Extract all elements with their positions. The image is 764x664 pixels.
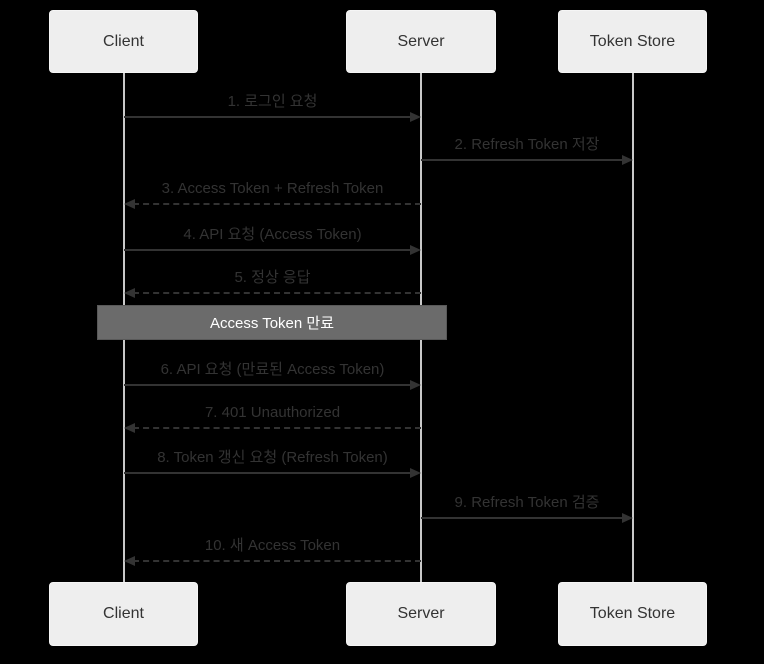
participant-client-bottom: Client [49, 582, 198, 646]
message-line [124, 472, 412, 474]
note-label: Access Token 만료 [209, 315, 335, 332]
message-8-token-renew-request: 8. Token 갱신 요청 (Refresh Token) [124, 448, 421, 478]
message-line [133, 560, 421, 562]
participant-token-store-top: Token Store [558, 10, 707, 73]
participant-label: Client [103, 605, 144, 622]
participant-label: Server [397, 605, 445, 622]
arrowhead-left-icon [124, 423, 135, 433]
participant-token-store-bottom: Token Store [558, 582, 707, 646]
message-label: 4. API 요청 (Access Token) [183, 226, 362, 243]
note-access-token-expired: Access Token 만료 [97, 305, 447, 340]
message-label: 1. 로그인 요청 [227, 93, 318, 110]
participant-label: Token Store [589, 605, 676, 622]
message-line [124, 384, 412, 386]
arrowhead-right-icon [410, 380, 421, 390]
message-1-login-request: 1. 로그인 요청 [124, 92, 421, 122]
arrowhead-left-icon [124, 199, 135, 209]
message-label: 2. Refresh Token 저장 [454, 136, 600, 153]
message-label: 5. 정상 응답 [234, 269, 311, 286]
message-label: 8. Token 갱신 요청 (Refresh Token) [157, 449, 388, 466]
participant-label: Client [103, 32, 144, 50]
message-label: 6. API 요청 (만료된 Access Token) [160, 361, 385, 378]
message-line [133, 292, 421, 294]
message-line [421, 517, 624, 519]
arrowhead-left-icon [124, 288, 135, 298]
message-9-refresh-token-verify: 9. Refresh Token 검증 [421, 493, 633, 523]
arrowhead-right-icon [410, 245, 421, 255]
message-7-401-unauthorized: 7. 401 Unauthorized [124, 403, 421, 433]
participant-server-bottom: Server [346, 582, 496, 646]
arrowhead-right-icon [622, 155, 633, 165]
participant-client-top: Client [49, 10, 198, 73]
participant-label: Token Store [589, 32, 676, 50]
message-label: 7. 401 Unauthorized [204, 404, 341, 421]
message-line [124, 116, 412, 118]
message-5-normal-response: 5. 정상 응답 [124, 268, 421, 298]
message-label: 9. Refresh Token 검증 [454, 494, 600, 511]
arrowhead-left-icon [124, 556, 135, 566]
arrowhead-right-icon [410, 112, 421, 122]
lifeline-token-store [632, 72, 634, 583]
participant-server-top: Server [346, 10, 496, 73]
message-label: 10. 새 Access Token [204, 537, 341, 554]
message-line [133, 427, 421, 429]
message-line [124, 249, 412, 251]
message-label: 3. Access Token + Refresh Token [161, 180, 384, 197]
message-line [133, 203, 421, 205]
message-3-tokens-returned: 3. Access Token + Refresh Token [124, 179, 421, 209]
message-4-api-request: 4. API 요청 (Access Token) [124, 225, 421, 255]
message-6-api-request-expired: 6. API 요청 (만료된 Access Token) [124, 360, 421, 390]
arrowhead-right-icon [410, 468, 421, 478]
message-line [421, 159, 624, 161]
message-2-refresh-token-save: 2. Refresh Token 저장 [421, 135, 633, 165]
participant-label: Server [397, 32, 445, 50]
message-10-new-access-token: 10. 새 Access Token [124, 536, 421, 566]
arrowhead-right-icon [622, 513, 633, 523]
